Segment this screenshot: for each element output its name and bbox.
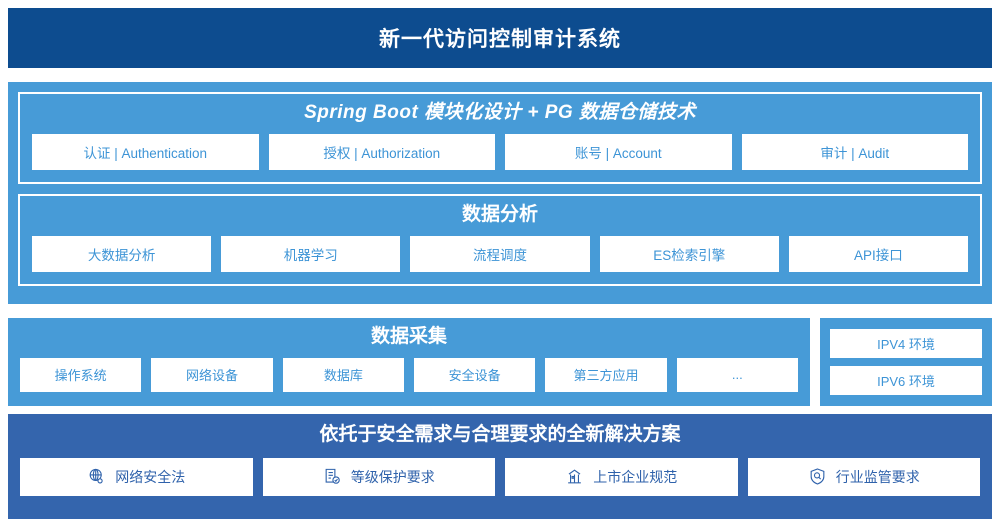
analysis-card-machine-learning[interactable]: 机器学习 [221,235,401,272]
platform-card-audit[interactable]: 审计 | Audit [741,133,968,170]
platform-card-authorization[interactable]: 授权 | Authorization [268,133,495,170]
platform-card-row: 认证 | Authentication 授权 | Authorization 账… [32,133,968,170]
collection-card-row: 操作系统 网络设备 数据库 安全设备 第三方应用 ... [20,357,798,392]
platform-group-title: Spring Boot 模块化设计 + PG 数据仓储技术 [304,102,696,123]
bank-building-icon [565,467,584,486]
solution-card-industry-regulation[interactable]: 行业监管要求 [747,457,980,496]
page-header-banner: 新一代访问控制审计系统 [8,8,992,68]
environment-card-ipv6[interactable]: IPV6 环境 [830,366,982,395]
document-check-icon [323,467,342,486]
analysis-card-process-scheduling[interactable]: 流程调度 [410,235,590,272]
solution-card-label: 上市企业规范 [593,468,678,485]
analysis-card-es-search-engine[interactable]: ES检索引擎 [599,235,779,272]
collection-card-network-device[interactable]: 网络设备 [151,357,273,392]
solution-panel: 依托于安全需求与合理要求的全新解决方案 网络安全法 [8,414,992,519]
platform-card-authentication[interactable]: 认证 | Authentication [32,133,259,170]
collection-row: 数据采集 操作系统 网络设备 数据库 安全设备 第三方应用 ... IPV4 环… [8,318,992,406]
platform-analysis-panel: Spring Boot 模块化设计 + PG 数据仓储技术 认证 | Authe… [8,82,992,304]
solution-card-label: 等级保护要求 [350,468,435,485]
page-title: 新一代访问控制审计系统 [379,28,621,51]
collection-card-operating-system[interactable]: 操作系统 [20,357,142,392]
collection-group: 数据采集 操作系统 网络设备 数据库 安全设备 第三方应用 ... [8,318,810,406]
solution-card-classified-protection[interactable]: 等级保护要求 [262,457,495,496]
analysis-group-title: 数据分析 [461,203,538,225]
platform-card-account[interactable]: 账号 | Account [505,133,732,170]
solution-card-label: 网络安全法 [115,468,186,485]
collection-card-third-party-app[interactable]: 第三方应用 [545,357,667,392]
analysis-card-api[interactable]: API接口 [788,235,969,272]
collection-card-database[interactable]: 数据库 [282,357,404,392]
analysis-card-row: 大数据分析 机器学习 流程调度 ES检索引擎 API接口 [32,235,969,272]
solution-group-title: 依托于安全需求与合理要求的全新解决方案 [319,424,681,445]
solution-card-label: 行业监管要求 [835,468,920,485]
solution-card-cybersecurity-law[interactable]: 网络安全法 [20,457,253,496]
solution-card-row: 网络安全法 等级保护要求 [20,457,980,496]
shield-search-icon [808,467,827,486]
collection-group-title: 数据采集 [370,326,447,347]
globe-network-icon [87,467,106,486]
platform-group: Spring Boot 模块化设计 + PG 数据仓储技术 认证 | Authe… [18,92,982,184]
environment-group: IPV4 环境 IPV6 环境 [820,318,992,406]
environment-card-ipv4[interactable]: IPV4 环境 [830,329,982,358]
collection-card-more[interactable]: ... [676,357,798,392]
analysis-group: 数据分析 大数据分析 机器学习 流程调度 ES检索引擎 API接口 [18,193,982,286]
solution-card-listed-company-standard[interactable]: 上市企业规范 [505,457,738,496]
collection-card-security-device[interactable]: 安全设备 [413,357,536,392]
analysis-card-big-data[interactable]: 大数据分析 [32,235,212,272]
